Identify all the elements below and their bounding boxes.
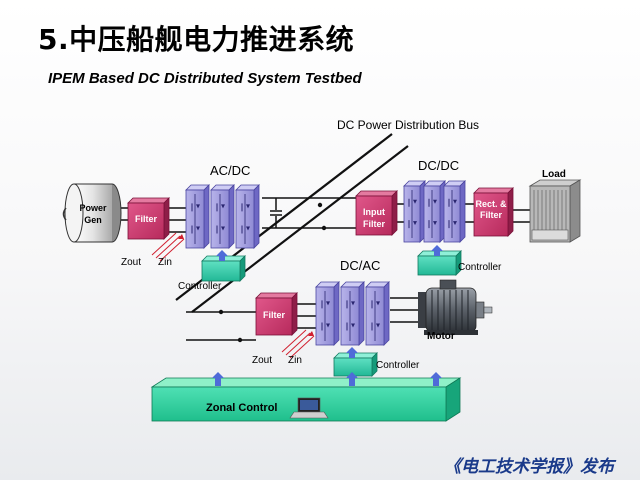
dc-ac-module-3	[365, 281, 390, 346]
power-generator-icon	[62, 183, 122, 243]
controller2-label: Controller	[458, 262, 502, 273]
ac-dc-label: AC/DC	[210, 163, 251, 178]
dc-ac-module-2	[340, 281, 365, 346]
page-subtitle: IPEM Based DC Distributed System Testbed	[48, 70, 362, 87]
impedance-arrows-2	[281, 329, 315, 359]
input-filter-box	[355, 190, 398, 236]
rect-filter-box	[473, 187, 514, 237]
dc-dc-module-3	[443, 180, 466, 243]
arrow-icon	[216, 250, 228, 261]
junction-dot	[317, 202, 323, 208]
publisher-credit: 《电工技术学报》发布	[444, 457, 614, 477]
load-label: Load	[542, 169, 566, 180]
zout1-label: Zout	[121, 257, 142, 268]
bus-label: DC Power Distribution Bus	[337, 118, 480, 132]
junction-dot	[218, 309, 224, 315]
load-rack-icon	[528, 179, 582, 243]
zin1-label: Zin	[158, 257, 172, 268]
junction-dot	[237, 337, 243, 343]
rect-filter-label: Rect. & Filter	[475, 199, 507, 220]
ac-dc-module-1	[185, 184, 210, 249]
arrow-icon	[430, 372, 442, 386]
dc-ac-module-1	[315, 281, 340, 346]
arrow-icon	[346, 372, 358, 386]
controller-box-3	[333, 352, 378, 377]
junction-dot	[321, 225, 327, 231]
dc-dc-module-2	[423, 180, 446, 243]
dc-bus-line-2	[191, 145, 409, 313]
motor-icon	[418, 279, 493, 335]
computer-icon	[289, 397, 329, 419]
power-gen-label: Power Gen	[79, 203, 107, 225]
zout2-label: Zout	[252, 355, 273, 366]
filter-box-2	[255, 292, 298, 336]
dc-dc-label: DC/DC	[418, 158, 460, 173]
ac-dc-module-2	[210, 184, 235, 249]
dc-dc-module-1	[403, 180, 426, 243]
motor-label: Motor	[427, 331, 455, 342]
impedance-arrows-1	[151, 232, 185, 262]
input-filter-label: Input Filter	[362, 207, 385, 229]
ac-dc-module-3	[235, 184, 260, 249]
filter2-label: Filter	[262, 310, 285, 320]
dc-ac-label: DC/AC	[340, 258, 381, 273]
arrow-icon	[431, 245, 443, 256]
filter-box-1	[127, 197, 170, 240]
filter1-label: Filter	[134, 214, 157, 224]
zin2-label: Zin	[288, 355, 302, 366]
controller3-label: Controller	[376, 360, 420, 371]
controller1-label: Controller	[178, 281, 222, 292]
arrow-icon	[346, 347, 358, 358]
arrow-icon	[212, 372, 224, 386]
page-title: 5.中压船舰电力推进系统	[38, 23, 355, 56]
zonal-control-label: Zonal Control	[206, 402, 278, 414]
